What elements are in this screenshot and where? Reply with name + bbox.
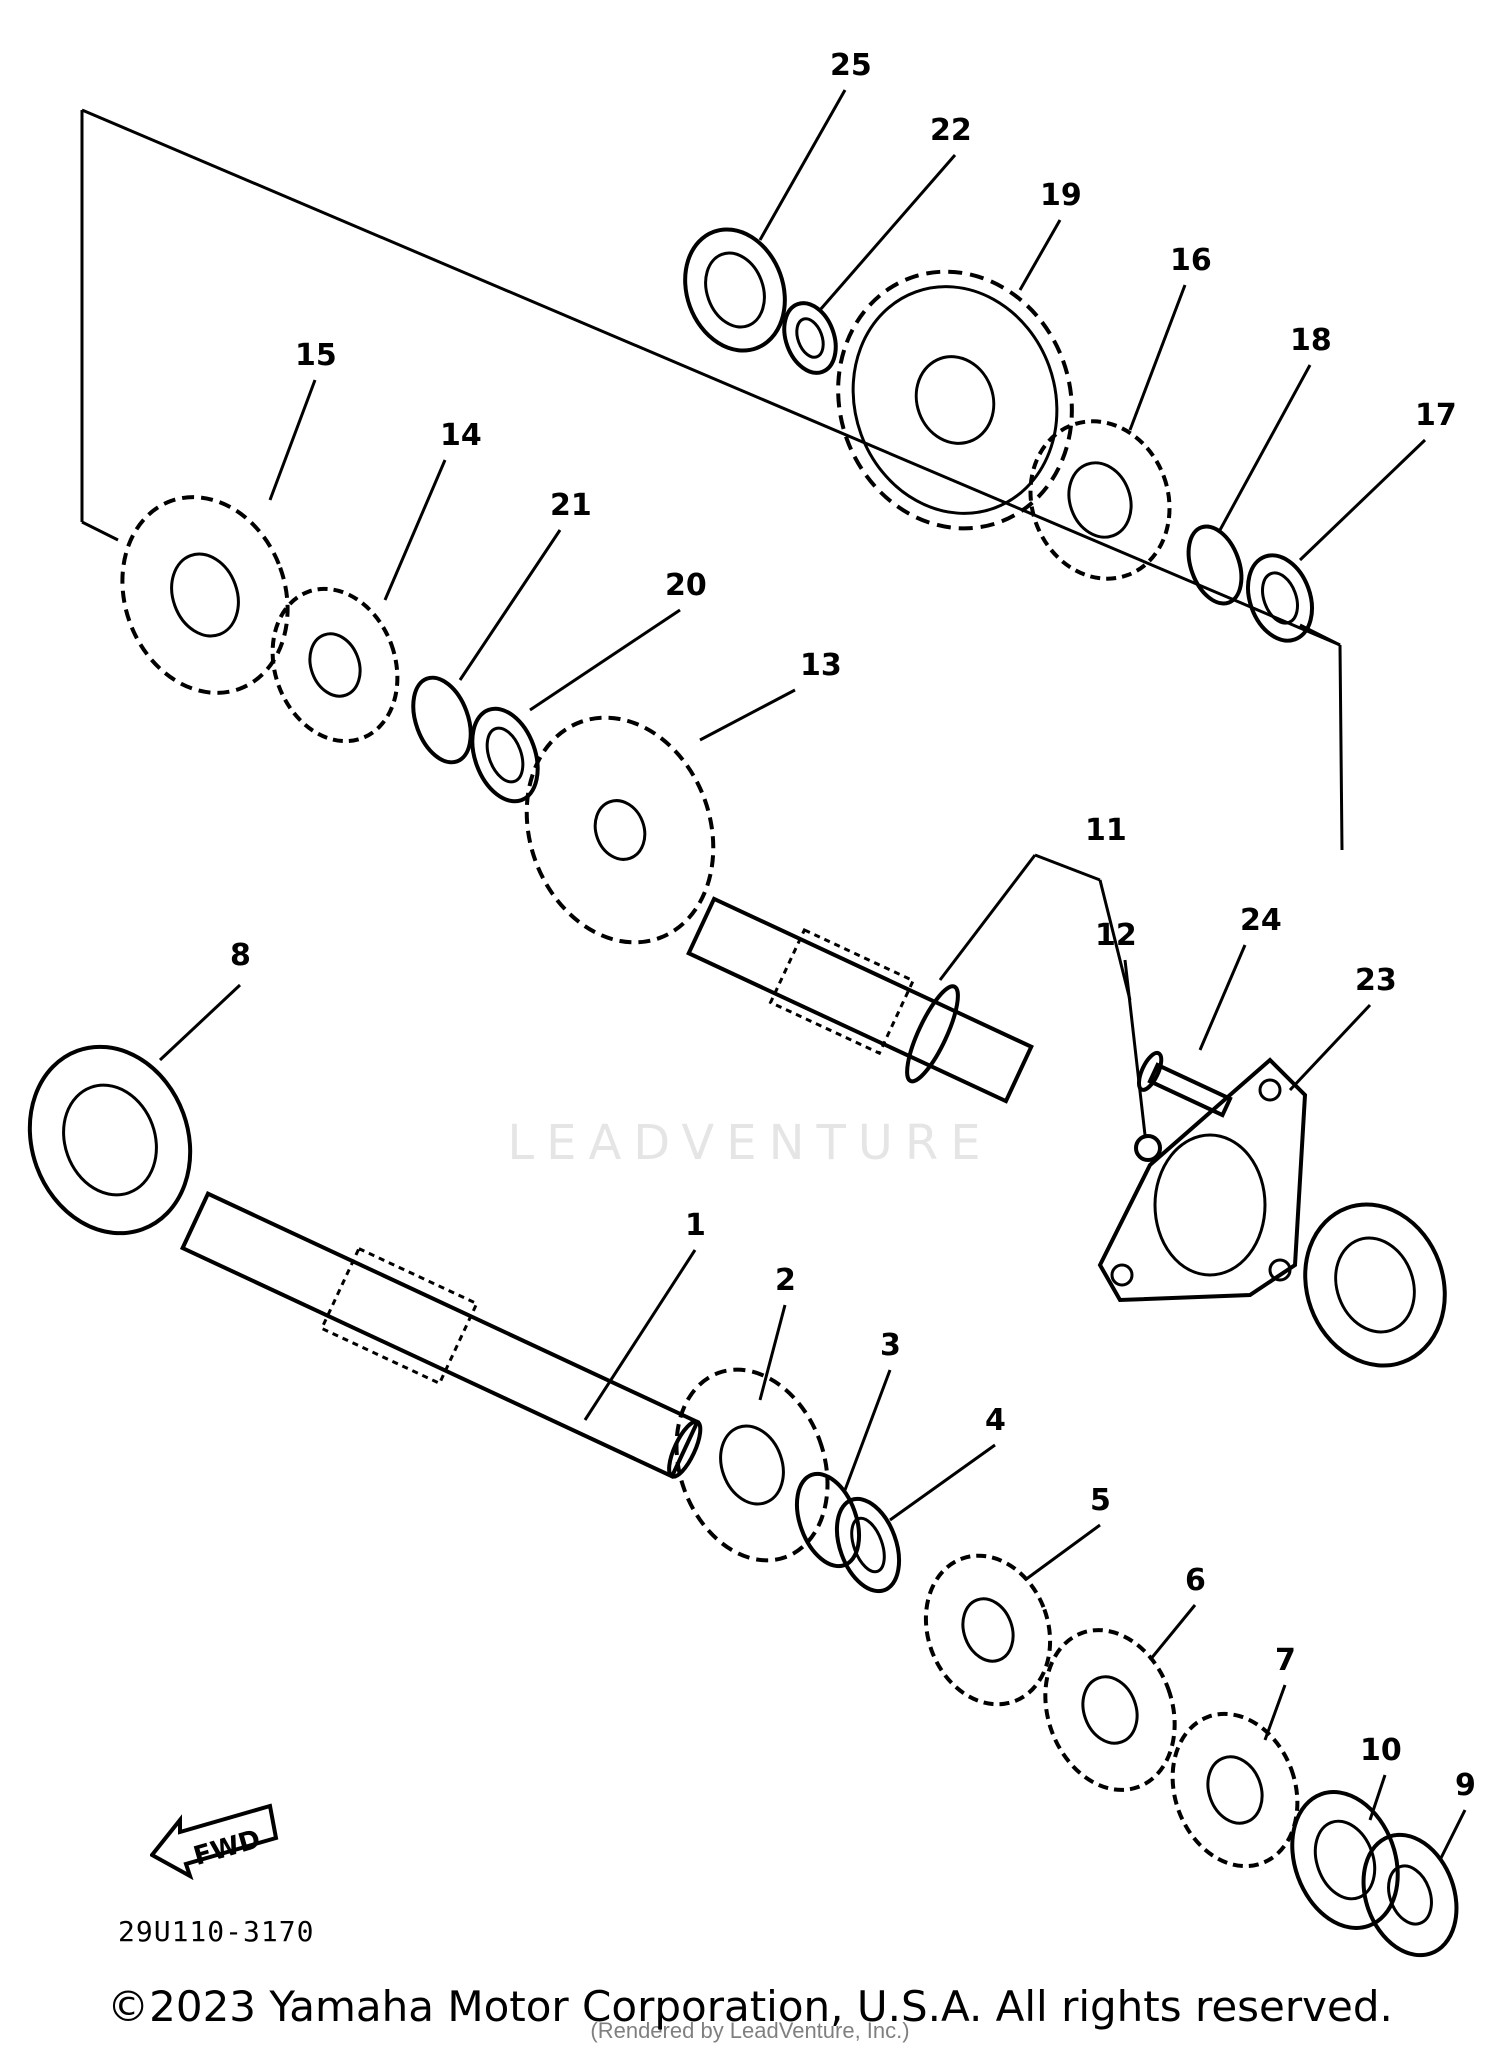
gear-19: [836, 269, 1074, 531]
washer-22: [782, 301, 838, 375]
forward-direction-arrow: FWD: [150, 1803, 279, 1880]
copyright-notice: ©2023 Yamaha Motor Corporation, U.S.A. A…: [107, 1982, 1393, 2031]
callout-9: 9: [1455, 1768, 1476, 1803]
gear-7: [1170, 1711, 1300, 1869]
seal-9: [1361, 1832, 1459, 1958]
pin-12: [1134, 1134, 1162, 1162]
drawing-code: 29U110-3170: [118, 1915, 315, 1948]
watermark: LEADVENTURE: [507, 1115, 993, 1171]
callout-4: 4: [985, 1403, 1006, 1438]
washer-20: [470, 706, 540, 804]
callout-10: 10: [1360, 1733, 1402, 1768]
clip-21: [411, 675, 473, 765]
callout-12: 12: [1095, 918, 1137, 953]
callout-21: 21: [550, 488, 592, 523]
callout-15: 15: [295, 338, 337, 373]
gear-16: [1028, 419, 1172, 581]
callout-14: 14: [440, 418, 482, 453]
callout-11: 11: [1085, 813, 1127, 848]
gear-13: [524, 715, 716, 945]
callout-18: 18: [1290, 323, 1332, 358]
bearing-right: [1303, 1202, 1447, 1368]
gear-14: [270, 586, 400, 744]
callout-labels: 1 2 3 4 5 6 7 8 9 10 11 12 13 14 15 16 1…: [230, 48, 1476, 1803]
washer-17: [1246, 553, 1314, 643]
plate-23: [1097, 1057, 1308, 1303]
callout-6: 6: [1185, 1563, 1206, 1598]
rendered-by-notice: (Rendered by LeadVenture, Inc.): [590, 2018, 910, 2043]
gear-15: [120, 495, 290, 695]
counter-shaft-11: [686, 896, 1034, 1104]
bearing-25: [683, 227, 787, 353]
gear-6: [1043, 1628, 1177, 1792]
callout-20: 20: [665, 568, 707, 603]
callout-5: 5: [1090, 1483, 1111, 1518]
callout-8: 8: [230, 938, 251, 973]
callout-25: 25: [830, 48, 872, 83]
callout-22: 22: [930, 113, 972, 148]
gear-2: [674, 1367, 830, 1563]
callout-3: 3: [880, 1328, 901, 1363]
callout-2: 2: [775, 1263, 796, 1298]
callout-23: 23: [1355, 963, 1397, 998]
screw-24: [1136, 1050, 1233, 1118]
washer-4: [834, 1496, 902, 1594]
leader-lines: [158, 89, 1467, 1861]
bearing-8: [27, 1044, 193, 1236]
callout-1: 1: [685, 1208, 706, 1243]
clip-18: [1186, 524, 1244, 606]
bearing-10: [1290, 1790, 1400, 1930]
callout-13: 13: [800, 648, 842, 683]
counter-shaft-group-outline: [80, 108, 1344, 851]
fwd-label: FWD: [190, 1824, 264, 1872]
callout-24: 24: [1240, 903, 1282, 938]
callout-17: 17: [1415, 398, 1457, 433]
callout-7: 7: [1275, 1643, 1296, 1678]
callout-16: 16: [1170, 243, 1212, 278]
callout-19: 19: [1040, 178, 1082, 213]
main-axle-1: [179, 1191, 703, 1479]
